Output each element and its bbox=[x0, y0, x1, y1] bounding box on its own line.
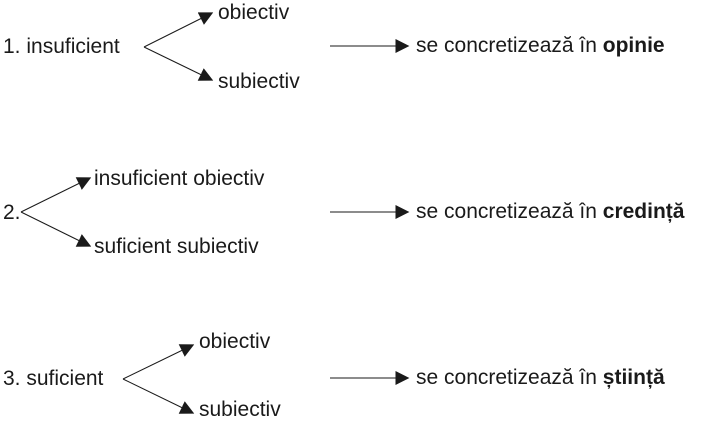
row-2-result-prefix: se concretizează în bbox=[416, 200, 597, 223]
branch-arrow-1-up bbox=[143, 12, 214, 48]
branch-arrow-3-down bbox=[122, 378, 195, 414]
row-3-branch-bottom: subiectiv bbox=[199, 398, 281, 421]
row-3-result-word: știință bbox=[602, 366, 665, 389]
row-2-result-word: credință bbox=[602, 200, 685, 223]
row-3-branch-top: obiectiv bbox=[199, 330, 271, 353]
row-1-result-prefix: se concretizează în bbox=[416, 34, 597, 57]
row-3-result-prefix: se concretizează în bbox=[416, 366, 597, 389]
row-3-result: se concretizează în știință bbox=[416, 366, 665, 390]
row-3-label: 3. suficient bbox=[3, 367, 104, 390]
row-2-branch-top: insuficient obiectiv bbox=[94, 167, 265, 190]
row-1-result-word: opinie bbox=[602, 34, 665, 57]
row-2-branch-bottom: suficient subiectiv bbox=[94, 235, 259, 258]
row-1-branch-bottom: subiectiv bbox=[218, 70, 300, 93]
row-2-result: se concretizează în credință bbox=[416, 200, 684, 224]
branch-arrow-2-up bbox=[20, 177, 92, 213]
row-2-label: 2. bbox=[3, 201, 21, 224]
branch-arrow-2-down bbox=[20, 211, 92, 247]
branch-arrow-1-down bbox=[143, 46, 214, 81]
row-1-branch-top: obiectiv bbox=[218, 1, 290, 24]
row-1-label: 1. insuficient bbox=[3, 35, 120, 58]
branch-arrow-3-up bbox=[122, 344, 195, 380]
row-1-result: se concretizează în opinie bbox=[416, 34, 665, 58]
